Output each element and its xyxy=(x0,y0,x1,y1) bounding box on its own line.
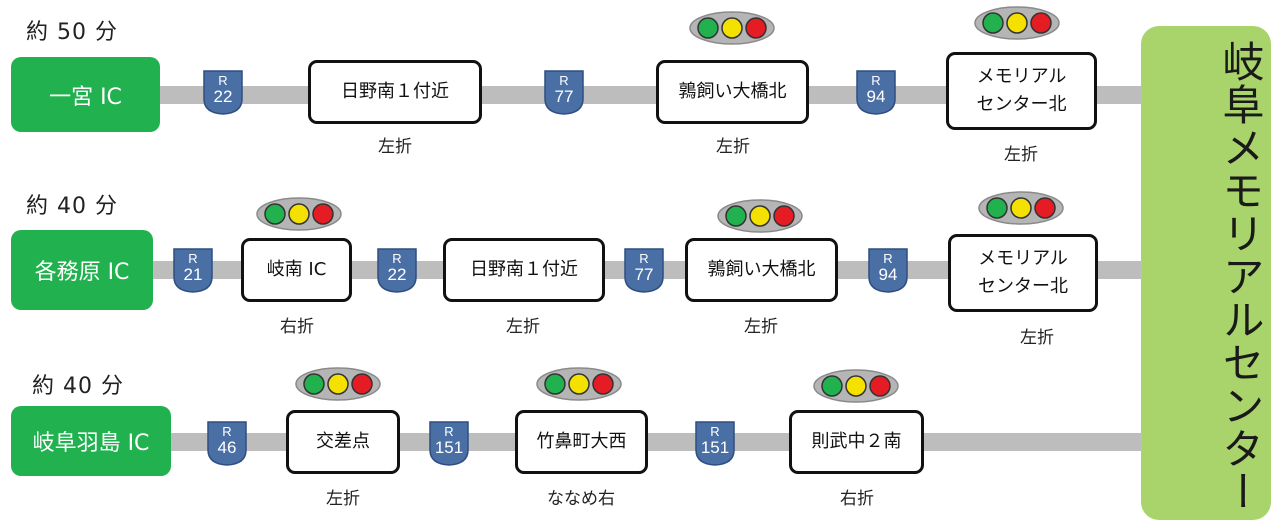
route-shield-icon: R 94 xyxy=(866,247,910,293)
shield-prefix: R xyxy=(639,251,649,266)
traffic-signal-icon xyxy=(255,196,343,232)
turn-label: 左折 xyxy=(506,317,540,337)
traffic-signal-icon xyxy=(973,5,1061,41)
waypoint-box: メモリアル センター北 xyxy=(948,234,1098,312)
traffic-signal-icon xyxy=(812,368,900,404)
ic-label: 一宮 IC xyxy=(11,57,160,132)
shield-prefix: R xyxy=(559,73,569,88)
route-shield-icon: R 21 xyxy=(171,247,215,293)
shield-prefix: R xyxy=(222,424,232,439)
waypoint-line: センター北 xyxy=(976,94,1067,115)
route-shield-icon: R 77 xyxy=(622,247,666,293)
shield-number: 77 xyxy=(634,265,654,284)
travel-time: 約 50 分 xyxy=(26,20,118,45)
shield-number: 77 xyxy=(554,87,574,106)
shield-prefix: R xyxy=(188,251,198,266)
turn-label: 左折 xyxy=(378,137,412,157)
travel-time: 約 40 分 xyxy=(26,194,118,219)
shield-prefix: R xyxy=(883,251,893,266)
waypoint-box: 竹鼻町大西 xyxy=(515,410,648,474)
waypoint-box: 日野南１付近 xyxy=(308,60,482,124)
waypoint-box: 日野南１付近 xyxy=(443,238,605,302)
shield-number: 22 xyxy=(213,87,233,106)
route-shield-icon: R 151 xyxy=(427,420,471,466)
shield-number: 22 xyxy=(387,265,407,284)
turn-label: 左折 xyxy=(1004,145,1038,165)
waypoint-box: 鶉飼い大橋北 xyxy=(656,60,809,124)
route-shield-icon: R 46 xyxy=(205,420,249,466)
waypoint-box: 交差点 xyxy=(286,410,400,474)
shield-number: 94 xyxy=(866,87,886,106)
waypoint-box: 則武中２南 xyxy=(789,410,924,474)
waypoint-line: メモリアル xyxy=(976,66,1067,87)
route-shield-icon: R 22 xyxy=(375,247,419,293)
shield-prefix: R xyxy=(218,73,228,88)
route-shield-icon: R 22 xyxy=(201,69,245,115)
shield-prefix: R xyxy=(392,251,402,266)
waypoint-box: メモリアル センター北 xyxy=(946,52,1097,130)
waypoint-box: 鶉飼い大橋北 xyxy=(685,238,838,302)
route-shield-icon: R 151 xyxy=(693,420,737,466)
shield-prefix: R xyxy=(871,73,881,88)
traffic-signal-icon xyxy=(688,10,776,46)
destination-panel: 岐阜メモリアルセンター xyxy=(1141,26,1271,520)
turn-label: ななめ右 xyxy=(547,489,615,509)
traffic-signal-icon xyxy=(294,366,382,402)
waypoint-line: センター北 xyxy=(978,276,1068,297)
shield-prefix: R xyxy=(444,424,454,439)
route-shield-icon: R 77 xyxy=(542,69,586,115)
ic-label: 岐阜羽島 IC xyxy=(11,406,171,476)
shield-number: 151 xyxy=(434,438,464,457)
turn-label: 左折 xyxy=(744,317,778,337)
shield-number: 94 xyxy=(878,265,898,284)
turn-label: 右折 xyxy=(280,317,314,337)
ic-label: 各務原 IC xyxy=(11,230,153,310)
shield-number: 46 xyxy=(217,438,237,457)
turn-label: 左折 xyxy=(716,137,750,157)
waypoint-line: メモリアル xyxy=(978,248,1068,269)
destination-label: 岐阜メモリアルセンター xyxy=(1216,40,1265,513)
waypoint-box: 岐南 IC xyxy=(241,238,352,302)
traffic-signal-icon xyxy=(716,198,804,234)
route-shield-icon: R 94 xyxy=(854,69,898,115)
shield-prefix: R xyxy=(710,424,720,439)
turn-label: 左折 xyxy=(326,489,360,509)
turn-label: 左折 xyxy=(1020,328,1054,348)
traffic-signal-icon xyxy=(977,190,1065,226)
travel-time: 約 40 分 xyxy=(32,374,124,399)
turn-label: 右折 xyxy=(840,489,874,509)
shield-number: 21 xyxy=(183,265,203,284)
shield-number: 151 xyxy=(700,438,730,457)
traffic-signal-icon xyxy=(535,366,623,402)
